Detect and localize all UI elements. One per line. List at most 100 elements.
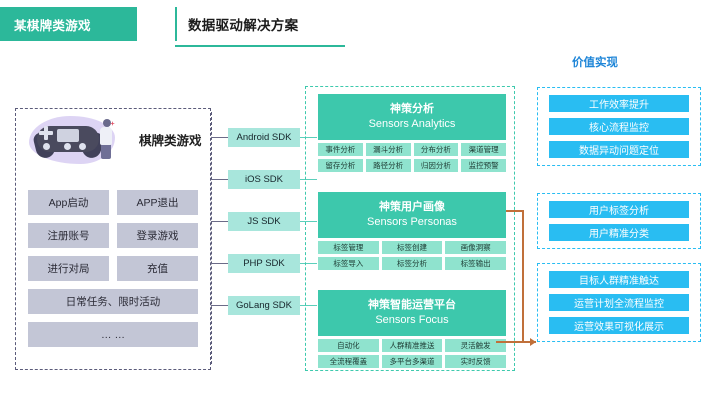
- connector-left: [211, 179, 228, 181]
- connector-left: [211, 305, 228, 307]
- sdk-item-golang[interactable]: GoLang SDK: [211, 296, 317, 315]
- connector-personas-top: [506, 210, 524, 212]
- product-card-focus[interactable]: 神策智能运营平台 Sensors Focus 自动化 人群精准推送 灵活触发 全…: [318, 290, 507, 371]
- value-item[interactable]: 核心流程监控: [549, 118, 689, 135]
- gamepad-stick-left: [43, 143, 50, 150]
- game-event-list: App启动 APP退出 注册账号 登录游戏 进行对局 充值 日常任务、限时活动 …: [28, 190, 198, 347]
- feature-chip[interactable]: 渠道管理: [461, 143, 506, 156]
- card-header: 神策分析 Sensors Analytics: [318, 94, 506, 140]
- value-item[interactable]: 用户精准分类: [549, 224, 689, 241]
- page-title: 数据驱动解决方案: [188, 7, 298, 41]
- game-hero: 棋牌类游戏: [15, 108, 211, 170]
- gamepad-icon: [21, 110, 125, 168]
- feature-chip[interactable]: 分布分析: [413, 143, 459, 156]
- card-header: 神策用户画像 Sensors Personas: [318, 192, 506, 238]
- feature-chip[interactable]: 标签输出: [445, 257, 507, 270]
- feature-chip[interactable]: 画像洞察: [445, 241, 507, 254]
- card-header: 神策智能运营平台 Sensors Focus: [318, 290, 506, 336]
- value-item[interactable]: 工作效率提升: [549, 95, 689, 112]
- list-item[interactable]: APP退出: [117, 190, 198, 215]
- person-head: [103, 119, 111, 127]
- game-events-panel: [15, 108, 211, 370]
- sdk-list: Android SDK iOS SDK JS SDK PHP SDK GoLan…: [211, 128, 317, 338]
- value-item[interactable]: 用户标签分析: [549, 201, 689, 218]
- feature-chip[interactable]: 全流程覆盖: [318, 355, 379, 368]
- products-group: [305, 86, 515, 371]
- sdk-label: iOS SDK: [244, 174, 283, 185]
- list-item[interactable]: … …: [28, 322, 198, 347]
- value-item[interactable]: 运营效果可视化展示: [549, 317, 689, 334]
- page-header: 某棋牌类游戏 数据驱动解决方案: [0, 7, 720, 47]
- sdk-item-android[interactable]: Android SDK: [211, 128, 317, 147]
- sdk-spine: [211, 112, 213, 364]
- feature-chip[interactable]: 人群精准推送: [381, 339, 443, 352]
- sdk-label: GoLang SDK: [236, 300, 292, 311]
- feature-chip[interactable]: 路径分析: [365, 159, 411, 172]
- gamepad-dpad-vertical: [44, 126, 48, 140]
- list-item[interactable]: App启动: [28, 190, 109, 215]
- sdk-label: JS SDK: [247, 216, 281, 227]
- feature-chip[interactable]: 留存分析: [318, 159, 363, 172]
- value-group-analytics: 工作效率提升 核心流程监控 数据异动问题定位: [537, 87, 701, 166]
- sdk-item-js[interactable]: JS SDK: [211, 212, 317, 231]
- list-item[interactable]: 日常任务、限时活动: [28, 289, 198, 314]
- list-item[interactable]: 登录游戏: [117, 223, 198, 248]
- feature-chip[interactable]: 灵活触发: [445, 339, 507, 352]
- feature-chip[interactable]: 事件分析: [318, 143, 363, 156]
- arrow-icon: [530, 337, 536, 346]
- feature-chip[interactable]: 自动化: [318, 339, 379, 352]
- feature-chips: 事件分析 漏斗分析 分布分析 渠道管理 留存分析 路径分析 归因分析 监控预警: [318, 143, 506, 172]
- value-item[interactable]: 运营计划全流程监控: [549, 294, 689, 311]
- gamepad-stick-right: [64, 143, 71, 150]
- chip-row: 全流程覆盖 多平台多渠道 实时反馈: [318, 355, 507, 368]
- header-divider: [175, 7, 177, 41]
- product-name-en: Sensors Analytics: [368, 118, 456, 130]
- feature-chip[interactable]: 标签管理: [318, 241, 379, 254]
- connector-focus-bottom: [496, 341, 524, 343]
- feature-chip[interactable]: 实时反馈: [445, 355, 507, 368]
- product-name-en: Sensors Personas: [367, 216, 457, 228]
- list-item[interactable]: 充值: [117, 256, 198, 281]
- feature-chips: 标签管理 标签创建 画像洞察 标签导入 标签分析 标签输出: [318, 241, 507, 270]
- chip-row: 自动化 人群精准推送 灵活触发: [318, 339, 507, 352]
- feature-chip[interactable]: 归因分析: [413, 159, 459, 172]
- page-title-label: 数据驱动解决方案: [188, 18, 299, 33]
- value-group-focus: 目标人群精准触达 运营计划全流程监控 运营效果可视化展示: [537, 263, 701, 342]
- feature-chip[interactable]: 监控预警: [461, 159, 506, 172]
- person-body: [100, 127, 112, 145]
- feature-chip[interactable]: 漏斗分析: [365, 143, 411, 156]
- feature-chip[interactable]: 标签分析: [381, 257, 443, 270]
- connector-right: [300, 305, 317, 307]
- sdk-item-ios[interactable]: iOS SDK: [211, 170, 317, 189]
- product-card-analytics[interactable]: 神策分析 Sensors Analytics 事件分析 漏斗分析 分布分析 渠道…: [318, 94, 506, 175]
- value-section-title: 价值实现: [572, 57, 618, 69]
- chip-row: 留存分析 路径分析 归因分析 监控预警: [318, 159, 506, 172]
- connector-right: [300, 263, 317, 265]
- sdk-label: Android SDK: [236, 132, 292, 143]
- sdk-item-php[interactable]: PHP SDK: [211, 254, 317, 273]
- gamepad-button: [79, 143, 86, 150]
- value-item[interactable]: 目标人群精准触达: [549, 271, 689, 288]
- gamepad-touchpad: [57, 129, 79, 142]
- connector-right: [300, 179, 317, 181]
- sparkle-icon: [110, 121, 115, 126]
- list-item[interactable]: 注册账号: [28, 223, 109, 248]
- product-name-en: Sensors Focus: [375, 314, 449, 326]
- title-underline: [175, 45, 345, 47]
- connector-left: [211, 137, 228, 139]
- product-name-cn: 神策用户画像: [379, 201, 445, 213]
- connector-right: [300, 137, 317, 139]
- product-name-cn: 神策智能运营平台: [368, 299, 456, 311]
- connector-left: [211, 263, 228, 265]
- feature-chip[interactable]: 多平台多渠道: [381, 355, 443, 368]
- list-item[interactable]: 进行对局: [28, 256, 109, 281]
- chip-row: 标签导入 标签分析 标签输出: [318, 257, 507, 270]
- brand-label: 某棋牌类游戏: [14, 18, 91, 33]
- chip-row: 标签管理 标签创建 画像洞察: [318, 241, 507, 254]
- value-item[interactable]: 数据异动问题定位: [549, 141, 689, 158]
- connector-right: [300, 221, 317, 223]
- connector-left: [211, 221, 228, 223]
- product-card-personas[interactable]: 神策用户画像 Sensors Personas 标签管理 标签创建 画像洞察 标…: [318, 192, 507, 273]
- feature-chip[interactable]: 标签导入: [318, 257, 379, 270]
- feature-chip[interactable]: 标签创建: [381, 241, 443, 254]
